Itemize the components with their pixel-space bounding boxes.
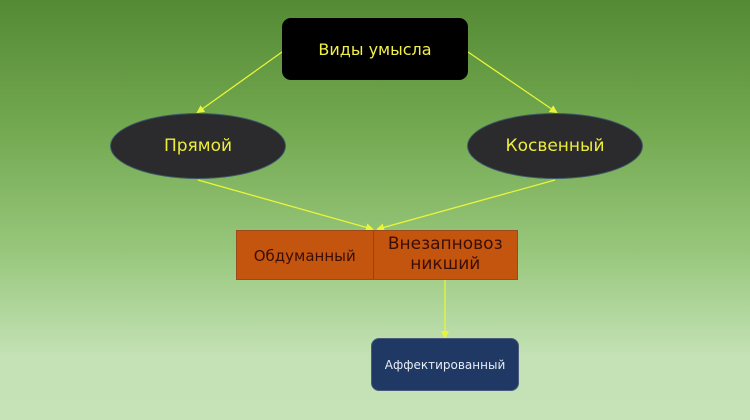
arrow-root-to-pryamoy	[196, 51, 283, 114]
cell-vnezapnovoznikshy: Внезапновоз никший	[374, 231, 518, 279]
cell-obdumanny: Обдуманный	[237, 231, 374, 279]
arrow-root-to-kosvenny	[467, 51, 558, 114]
node-affektirovanny: Аффектированный	[371, 338, 519, 391]
arrow-pryamoy-to-split	[197, 179, 374, 232]
arrow-kosvenny-to-split	[376, 179, 556, 232]
node-kosvenny-label: Косвенный	[505, 136, 605, 156]
node-pryamoy-label: Прямой	[163, 136, 233, 156]
node-kosvenny: Косвенный	[467, 113, 643, 179]
cell-vnezapnovoznikshy-label: Внезапновоз никший	[387, 234, 503, 274]
node-pryamoy: Прямой	[110, 113, 286, 179]
root-node-label: Виды умысла	[318, 39, 432, 59]
node-affektirovanny-label: Аффектированный	[384, 357, 506, 372]
split-node: Обдуманный Внезапновоз никший	[236, 230, 518, 280]
root-node-vidy-umysla: Виды умысла	[282, 18, 468, 80]
cell-obdumanny-label: Обдуманный	[253, 247, 356, 266]
